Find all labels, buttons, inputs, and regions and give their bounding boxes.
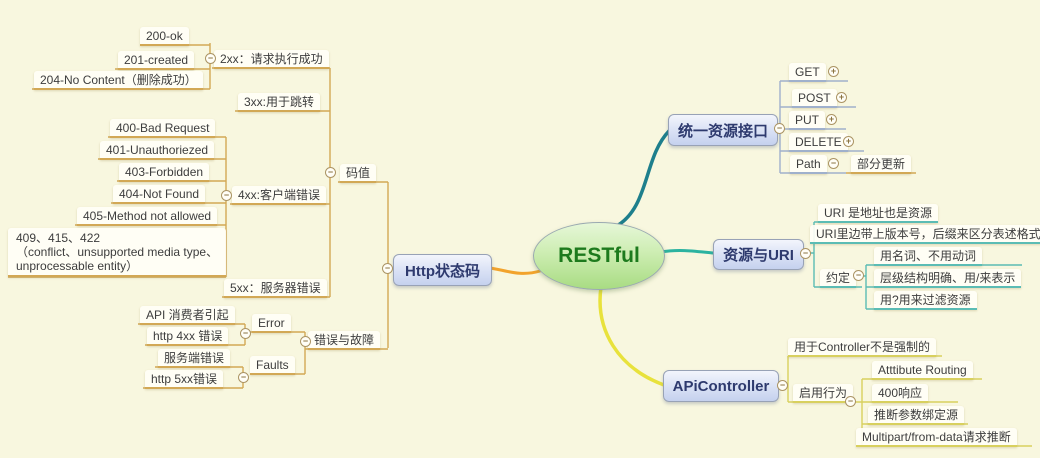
expand-icon[interactable]: + [843,136,854,147]
collapse-icon[interactable]: − [325,167,336,178]
topic-resource-uri[interactable]: 资源与URI [713,239,804,270]
node-code-values[interactable]: 码值 [340,164,377,183]
node-2xx-success[interactable]: 2xx：请求执行成功 [214,50,329,69]
collapse-icon[interactable]: − [853,270,864,281]
node-204-no-content[interactable]: 204-No Content（删除成功） [34,71,203,90]
branch-line-uniform-interface [613,129,671,229]
root-restful[interactable]: RESTful [533,222,665,290]
node-401-unauthorized[interactable]: 401-Unauthoriezed [100,141,215,160]
node-enabled-behaviors[interactable]: 启用行为 [793,384,854,403]
node-clear-hierarchy-slash[interactable]: 层级结构明确、用/来表示 [874,269,1022,288]
node-api-consumer-caused[interactable]: API 消费者引起 [140,306,235,325]
collapse-icon[interactable]: − [221,190,232,201]
node-faults[interactable]: Faults [250,356,295,375]
collapse-icon[interactable]: − [777,380,788,391]
topic-uniform-interface[interactable]: 统一资源接口 [668,114,778,146]
node-uri-version-suffix[interactable]: URI里边带上版本号，后缀来区分表述格式 [810,225,1040,244]
node-201-created[interactable]: 201-created [118,51,195,70]
branch-line-http-status [488,266,542,275]
node-5xx-server-error[interactable]: 5xx：服务器错误 [224,279,327,298]
node-server-side-error[interactable]: 服务端错误 [158,349,231,368]
node-4xx-client-error[interactable]: 4xx:客户端错误 [232,186,327,205]
node-404-not-found[interactable]: 404-Not Found [113,185,206,204]
expand-icon[interactable]: + [836,92,847,103]
node-path[interactable]: Path [790,155,827,174]
node-attribute-routing[interactable]: Atttibute Routing [872,361,973,380]
node-400-response[interactable]: 400响应 [872,384,929,403]
branch-line-apicontroller [598,285,666,387]
collapse-icon[interactable]: − [382,263,393,274]
topic-http-status[interactable]: Http状态码 [393,254,492,286]
collapse-icon[interactable]: − [845,396,856,407]
node-convention[interactable]: 约定 [820,269,857,288]
expand-icon[interactable]: + [828,66,839,77]
node-multipart-request-inference[interactable]: Multipart/from-data请求推断 [856,428,1017,447]
node-error[interactable]: Error [252,314,291,333]
collapse-icon[interactable]: − [828,158,839,169]
node-400-bad-request[interactable]: 400-Bad Request [110,119,216,138]
node-409-415-422[interactable]: 409、415、422 （conflict、unsupported media … [8,228,227,277]
collapse-icon[interactable]: − [238,372,249,383]
node-http-5xx-error[interactable]: http 5xx错误 [145,370,224,389]
node-200-ok[interactable]: 200-ok [140,27,189,46]
node-infer-parameter-binding-source[interactable]: 推断参数绑定源 [868,406,965,425]
node-use-nouns-not-verbs[interactable]: 用名词、不用动词 [874,247,983,266]
expand-icon[interactable]: + [826,114,837,125]
node-partial-update[interactable]: 部分更新 [851,155,912,174]
collapse-icon[interactable]: − [205,53,216,64]
branch-curves [488,129,715,387]
node-put[interactable]: PUT [789,111,825,130]
node-errors-and-faults[interactable]: 错误与故障 [308,331,381,350]
collapse-icon[interactable]: − [300,336,311,347]
collapse-icon[interactable]: − [774,123,785,134]
node-get[interactable]: GET [789,63,826,82]
collapse-icon[interactable]: − [800,248,811,259]
branch-line-resource-uri [659,248,715,255]
node-question-mark-filter[interactable]: 用?用来过滤资源 [874,291,977,310]
node-uri-is-address-and-resource[interactable]: URI 是地址也是资源 [818,204,939,223]
node-controller-not-mandatory[interactable]: 用于Controller不是强制的 [788,338,937,357]
node-http-4xx-error[interactable]: http 4xx 错误 [147,327,229,346]
node-delete[interactable]: DELETE [789,133,848,152]
node-405-method-not-allowed[interactable]: 405-Method not allowed [77,207,218,226]
node-403-forbidden[interactable]: 403-Forbidden [119,163,210,182]
node-3xx-redirect[interactable]: 3xx:用于跳转 [238,93,321,112]
topic-apicontroller[interactable]: APiController [663,370,779,402]
node-post[interactable]: POST [792,89,837,108]
collapse-icon[interactable]: − [240,328,251,339]
